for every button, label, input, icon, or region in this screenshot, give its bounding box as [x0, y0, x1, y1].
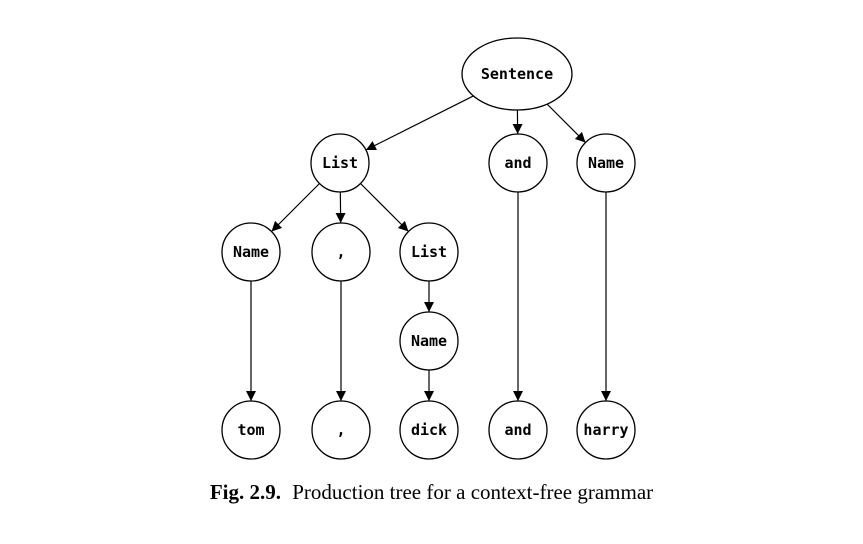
node-sentence: Sentence — [461, 37, 573, 111]
node-list2: List — [399, 222, 459, 282]
node-list1: List — [310, 133, 370, 193]
node-sentence-shape — [461, 37, 573, 111]
node-harry-label: harry — [583, 421, 628, 439]
node-name3-label: Name — [411, 332, 447, 350]
node-name1: Name — [576, 133, 636, 193]
figure-caption-text: Production tree for a context-free gramm… — [292, 480, 654, 504]
node-comma1-label: , — [336, 243, 345, 261]
node-dick-shape — [399, 400, 459, 460]
node-and2-label: and — [504, 421, 531, 439]
node-comma1: , — [311, 222, 371, 282]
node-name2-label: Name — [233, 243, 269, 261]
node-name1-label: Name — [588, 154, 624, 172]
node-harry-shape — [576, 400, 636, 460]
node-list1-shape — [310, 133, 370, 193]
edge-sentence-to-name1 — [546, 103, 586, 143]
node-list2-shape — [399, 222, 459, 282]
node-and1-label: and — [504, 154, 531, 172]
node-name2-shape — [221, 222, 281, 282]
node-comma2-label: , — [336, 421, 345, 439]
node-comma1-shape — [311, 222, 371, 282]
node-tom-shape — [221, 400, 281, 460]
node-name3-shape — [399, 311, 459, 371]
edge-sentence-to-list1 — [365, 95, 474, 151]
node-tom: tom — [221, 400, 281, 460]
figure-label: Fig. 2.9. — [209, 480, 281, 504]
edge-list1-to-name2 — [271, 183, 320, 232]
node-name2: Name — [221, 222, 281, 282]
node-list2-label: List — [411, 243, 447, 261]
node-name1-shape — [576, 133, 636, 193]
node-comma2-shape — [311, 400, 371, 460]
node-and1-shape — [488, 133, 548, 193]
node-tom-label: tom — [237, 421, 264, 439]
node-and2-shape — [488, 400, 548, 460]
node-dick-label: dick — [411, 421, 447, 439]
edge-list1-to-list2 — [360, 183, 409, 232]
figure-caption: Fig. 2.9. Production tree for a context-… — [0, 480, 863, 505]
node-and1: and — [488, 133, 548, 193]
node-sentence-label: Sentence — [481, 65, 553, 83]
node-harry: harry — [576, 400, 636, 460]
node-dick: dick — [399, 400, 459, 460]
node-and2: and — [488, 400, 548, 460]
node-comma2: , — [311, 400, 371, 460]
node-name3: Name — [399, 311, 459, 371]
node-list1-label: List — [322, 154, 358, 172]
